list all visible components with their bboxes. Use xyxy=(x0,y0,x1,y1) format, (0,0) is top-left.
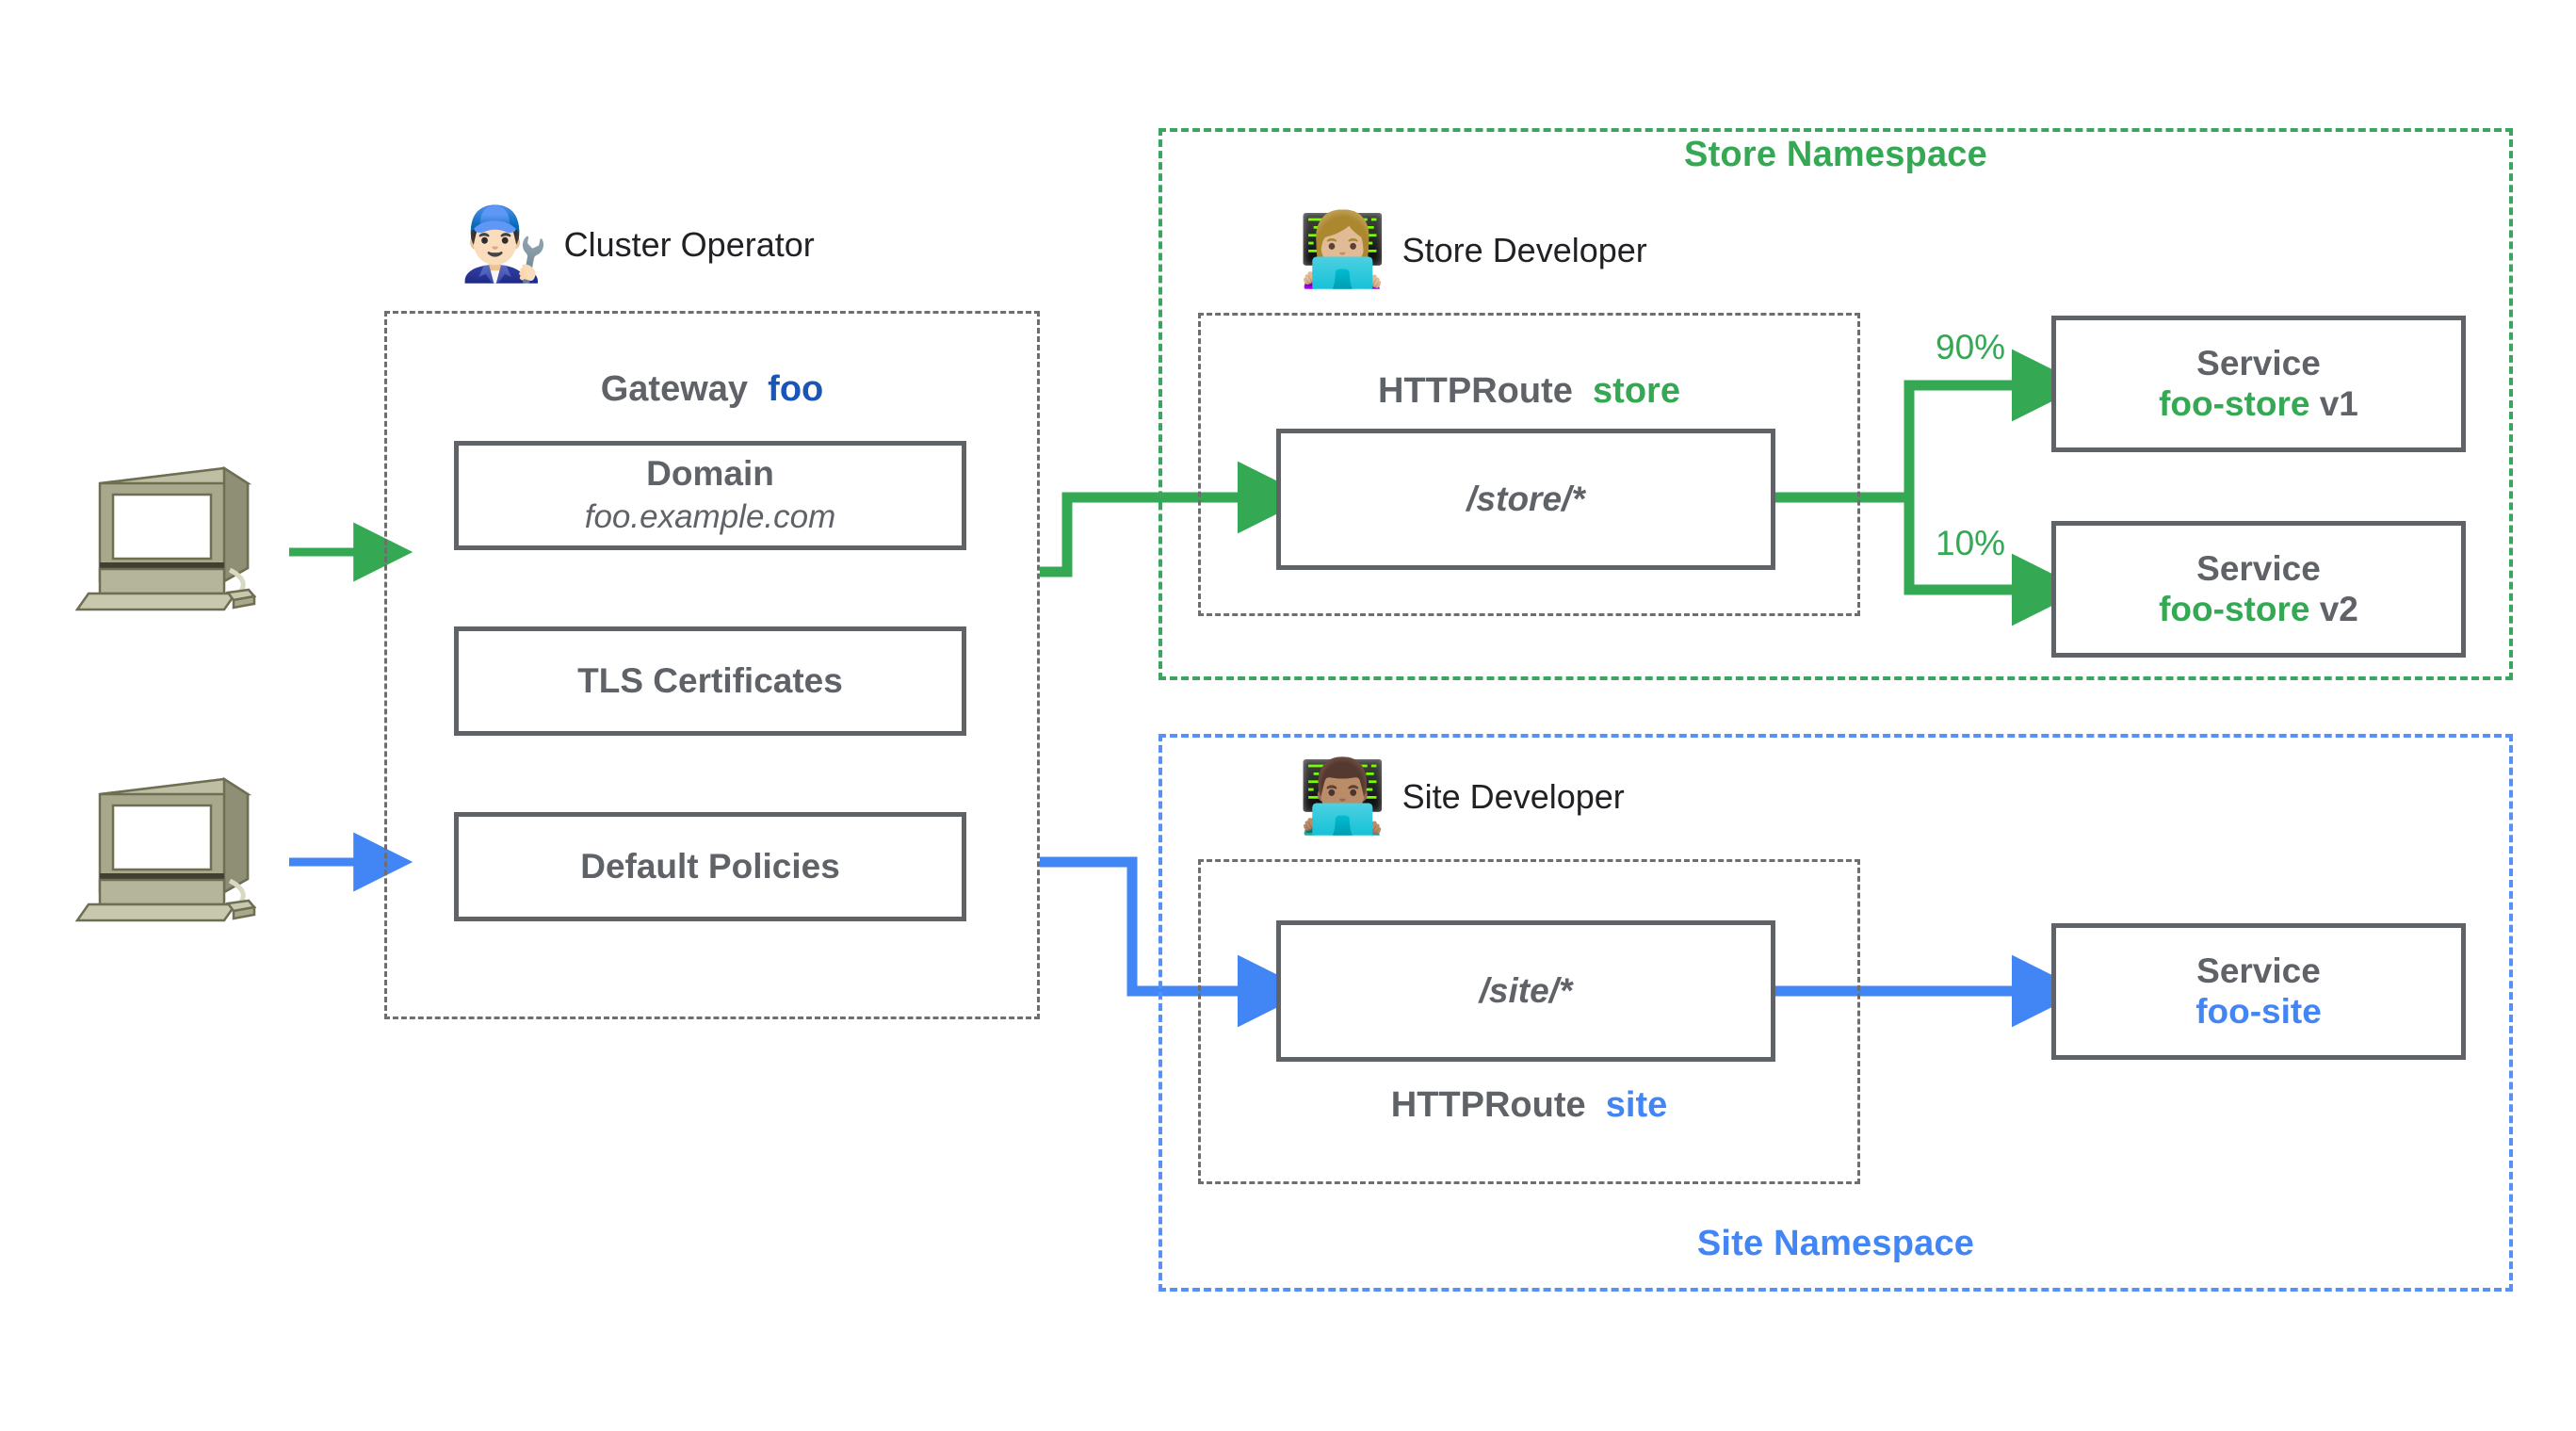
store-httproute-caption: HTTPRoute store xyxy=(1198,371,1860,412)
cluster-operator-persona: 👨🏻‍🔧 Cluster Operator xyxy=(460,209,815,281)
store-route-match-value: /store/* xyxy=(1466,479,1585,518)
gateway-item-default-policies-title: Default Policies xyxy=(580,846,840,886)
site-namespace-title: Site Namespace xyxy=(1696,1224,1975,1263)
service-foo-site-name: foo-site xyxy=(2195,991,2322,1031)
store-backend-weight-v1: 90% xyxy=(1936,328,2006,366)
gateway-item-domain[interactable]: Domain foo.example.com xyxy=(454,441,966,550)
cluster-operator-avatar: 👨🏻‍🔧 xyxy=(460,204,549,285)
site-developer-avatar: 👨🏽‍💻 xyxy=(1298,756,1387,837)
site-httproute-group-box xyxy=(1198,859,1860,1184)
site-route-match-box[interactable]: /site/* xyxy=(1276,920,1775,1062)
store-httproute-caption-prefix: HTTPRoute xyxy=(1378,371,1573,411)
store-namespace-title: Store Namespace xyxy=(1684,135,1987,174)
gateway-item-default-policies[interactable]: Default Policies xyxy=(454,812,966,921)
service-foo-site-kind: Service xyxy=(2196,951,2321,990)
store-backend-weight-v2: 10% xyxy=(1936,524,2006,562)
site-httproute-caption-prefix: HTTPRoute xyxy=(1390,1085,1586,1125)
client-computer-1 xyxy=(73,457,276,612)
store-route-match-box[interactable]: /store/* xyxy=(1276,429,1775,570)
site-namespace-box xyxy=(1158,734,2513,1292)
store-developer-avatar: 👩🏼‍💻 xyxy=(1298,210,1387,290)
gateway-group-box xyxy=(384,311,1040,1019)
site-developer-label: Site Developer xyxy=(1401,777,1625,816)
service-foo-store-v1-version: v1 xyxy=(2319,383,2358,423)
gateway-name: foo xyxy=(768,369,824,409)
service-foo-store-v1-kind: Service xyxy=(2196,343,2321,382)
service-foo-store-v1-name-line: foo-store v1 xyxy=(2159,384,2358,425)
service-foo-store-v2-box[interactable]: Service foo-store v2 xyxy=(2051,521,2466,658)
site-developer-persona: 👨🏽‍💻 Site Developer xyxy=(1298,761,1625,833)
computer-icon xyxy=(74,465,257,611)
service-foo-store-v2-kind: Service xyxy=(2196,548,2321,588)
site-httproute-caption: HTTPRoute site xyxy=(1198,1085,1860,1126)
service-foo-store-v2-name-line: foo-store v2 xyxy=(2159,590,2358,630)
store-namespace-box xyxy=(1158,128,2513,680)
site-httproute-name: site xyxy=(1605,1085,1668,1125)
store-httproute-group-box xyxy=(1198,313,1860,616)
client-computer-2 xyxy=(73,768,276,923)
store-developer-persona: 👩🏼‍💻 Store Developer xyxy=(1298,215,1647,286)
gateway-item-tls-certificates[interactable]: TLS Certificates xyxy=(454,626,966,736)
service-foo-store-v1-box[interactable]: Service foo-store v1 xyxy=(2051,316,2466,452)
gateway-item-domain-value: foo.example.com xyxy=(584,498,836,536)
gateway-caption: Gateway foo xyxy=(384,369,1040,410)
service-foo-store-v1-name: foo-store xyxy=(2159,383,2310,423)
service-foo-store-v2-name: foo-store xyxy=(2159,589,2310,628)
gateway-item-domain-title: Domain xyxy=(646,454,774,494)
service-foo-store-v2-version: v2 xyxy=(2319,589,2358,628)
cluster-operator-label: Cluster Operator xyxy=(563,225,815,264)
store-httproute-name: store xyxy=(1593,371,1680,411)
gateway-item-tls-certificates-title: TLS Certificates xyxy=(577,660,843,700)
computer-icon xyxy=(74,776,257,922)
service-foo-site-box[interactable]: Service foo-site xyxy=(2051,923,2466,1060)
store-developer-label: Store Developer xyxy=(1401,231,1647,269)
site-route-match-value: /site/* xyxy=(1479,970,1573,1010)
gateway-caption-prefix: Gateway xyxy=(600,369,749,409)
